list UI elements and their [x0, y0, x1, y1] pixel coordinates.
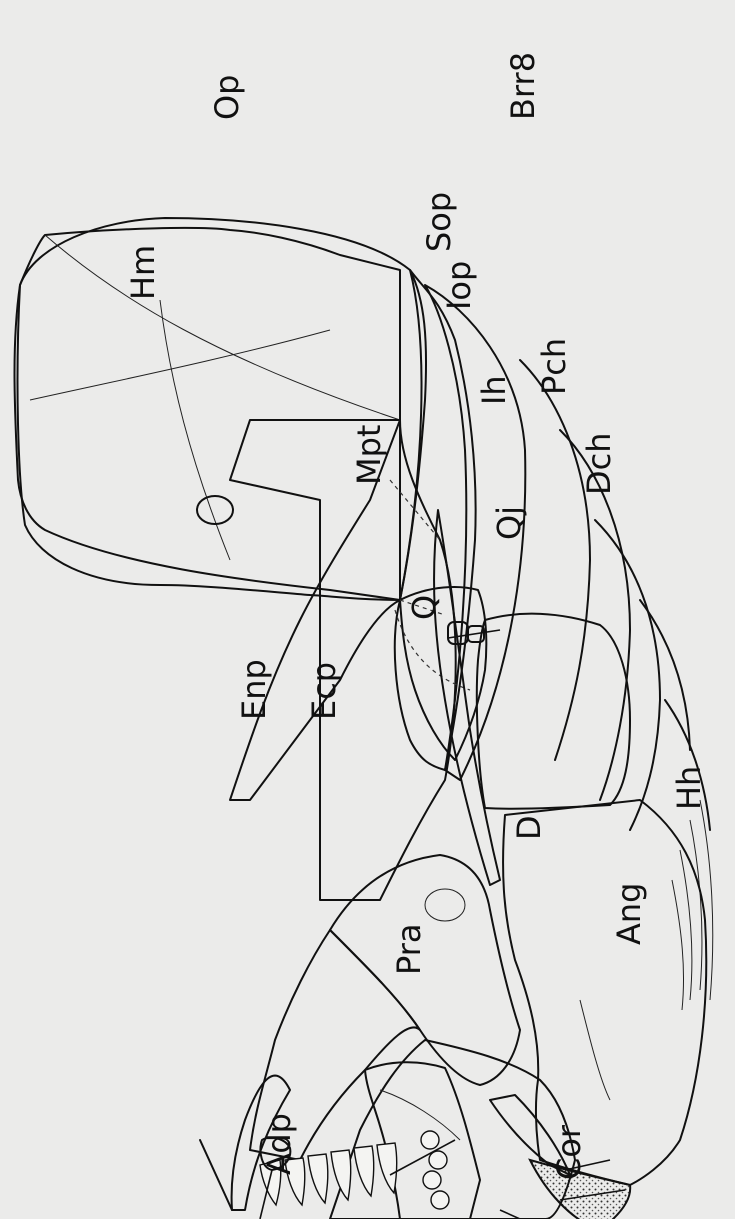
quadratojugal-bone	[434, 510, 500, 885]
label-adp: Adp	[260, 1113, 298, 1175]
distal-ceratohyal-bone	[503, 800, 706, 1185]
marginal-tooth-crowns	[421, 1131, 449, 1209]
label-d: D	[510, 815, 548, 840]
label-mpt: Mpt	[350, 425, 388, 485]
label-op: Op	[208, 75, 246, 121]
hyomandibula-ridge	[45, 235, 400, 420]
opercle-bone	[15, 218, 427, 600]
label-brr: Brr8	[504, 52, 542, 120]
label-ih: Ih	[475, 375, 513, 405]
cor-lead-line	[500, 1210, 520, 1219]
label-q: Q	[405, 595, 443, 620]
label-enp: Enp	[235, 659, 273, 720]
label-ang: Ang	[610, 883, 648, 945]
label-iop: Iop	[440, 261, 478, 310]
label-pch: Pch	[535, 338, 573, 395]
label-hh: Hh	[670, 766, 708, 810]
label-sop: Sop	[420, 192, 458, 252]
label-qj: Qj	[490, 506, 528, 540]
label-hm: Hm	[124, 245, 162, 300]
label-ecp: Ecp	[305, 662, 343, 720]
label-pra: Pra	[390, 924, 428, 976]
label-dch: Dch	[580, 432, 618, 495]
label-cor: Cor	[550, 1124, 588, 1180]
subopercle-bone	[395, 270, 476, 770]
